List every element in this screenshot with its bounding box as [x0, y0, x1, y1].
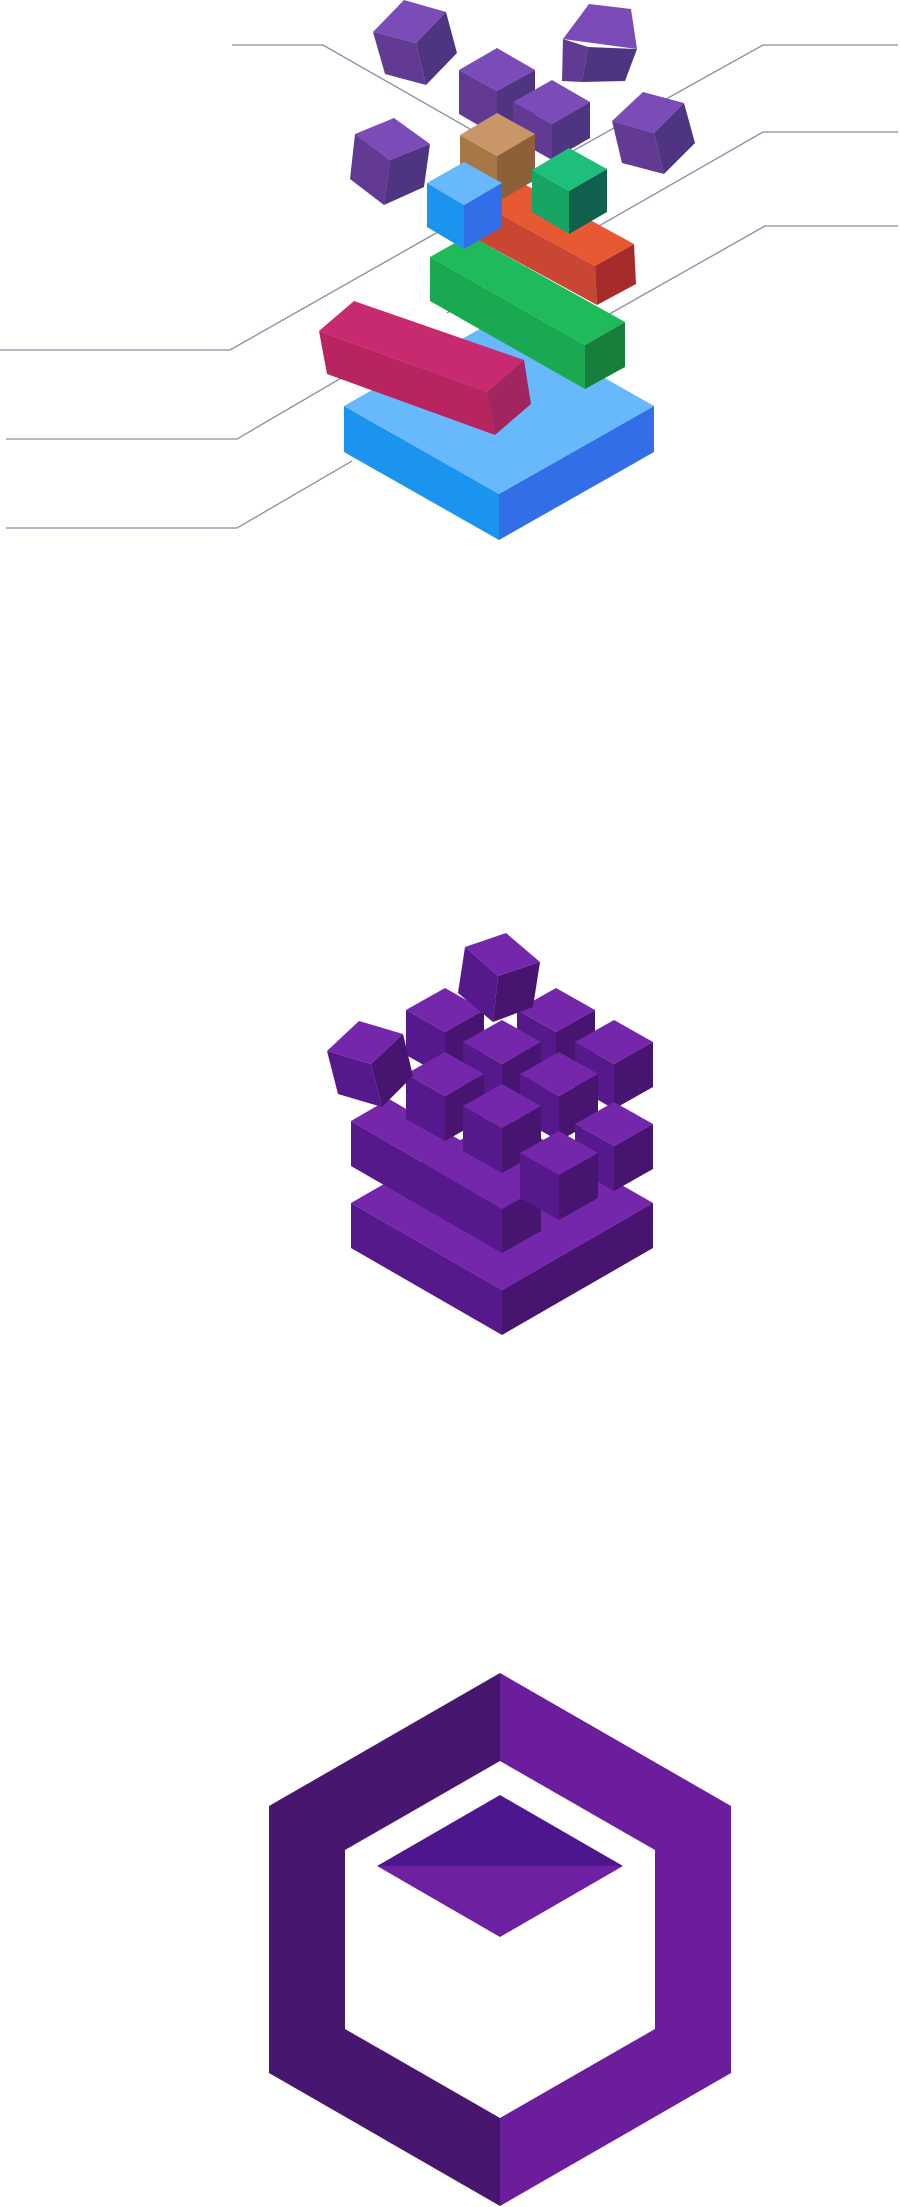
magenta-block	[319, 301, 531, 435]
hexagon-right-half	[500, 1673, 731, 2206]
floating-cube-3	[513, 80, 590, 160]
cluster-base-upper	[351, 1099, 541, 1253]
blue-cube	[427, 162, 502, 249]
teal-cube	[532, 148, 607, 234]
block-stack-illustration	[0, 0, 898, 540]
connector-line-left-2	[6, 369, 356, 440]
floating-cube-1	[373, 0, 457, 85]
inner-diamond	[377, 1795, 623, 1937]
hexagon-left-half	[269, 1673, 500, 2206]
cluster-cubes	[406, 988, 653, 1220]
cube-cluster-illustration	[327, 933, 653, 1335]
hexagon-frame	[269, 1673, 731, 2206]
tilted-cube-left	[327, 1021, 413, 1107]
diamond-bottom	[377, 1866, 623, 1937]
tilted-cube-top	[458, 933, 540, 1022]
connector-line-left-1	[0, 231, 439, 351]
connector-line-low-right	[589, 225, 898, 326]
floating-cube-5	[612, 92, 695, 174]
connector-line-left-3	[6, 460, 353, 529]
diamond-top	[377, 1795, 623, 1866]
connector-lines	[0, 44, 898, 529]
floating-cube-4	[562, 4, 637, 82]
floating-cube-6	[350, 118, 430, 205]
hexagon-box-logo	[269, 1673, 731, 2206]
cluster-cube	[520, 1131, 598, 1220]
green-block	[430, 235, 625, 389]
connector-line-top-left	[232, 44, 499, 146]
